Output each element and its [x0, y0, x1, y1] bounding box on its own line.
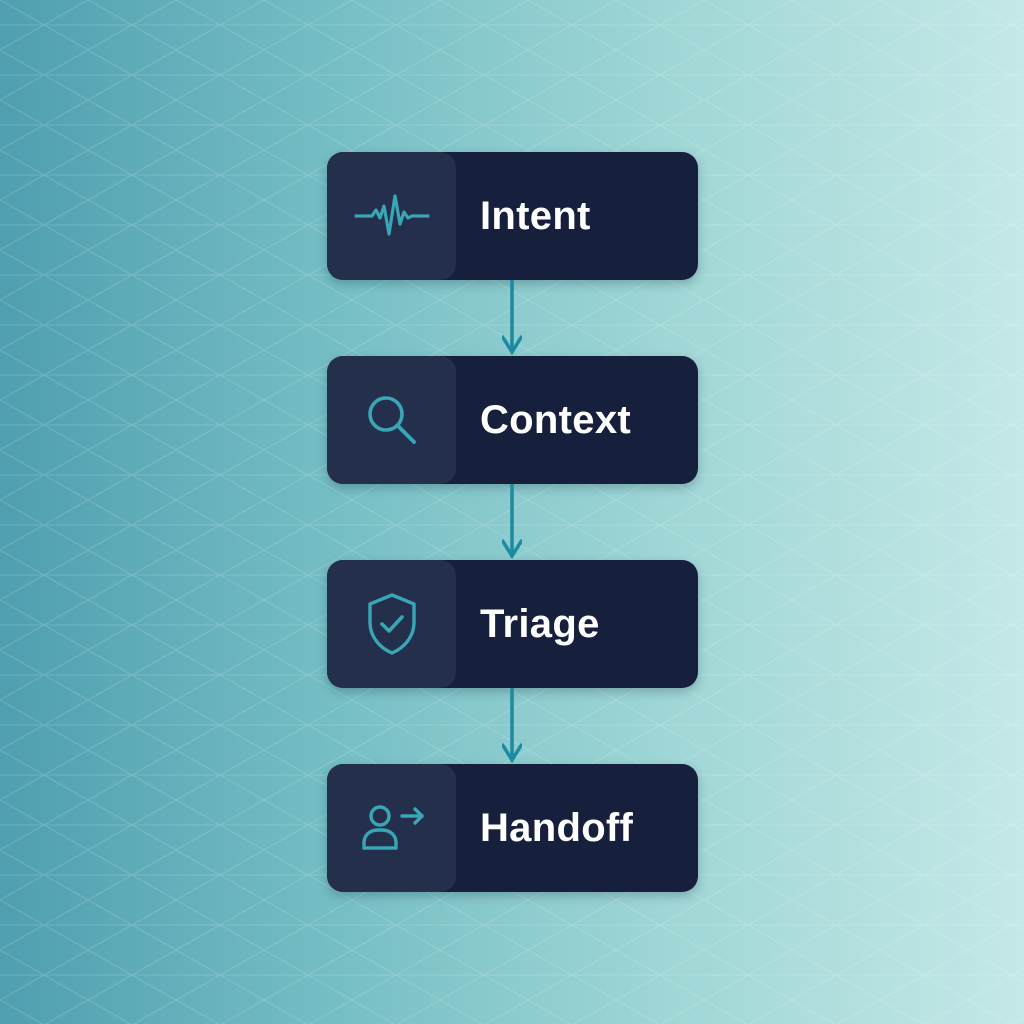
connector-arrow	[502, 280, 522, 356]
step-triage: Triage	[327, 560, 698, 688]
step-context: Context	[327, 356, 698, 484]
step-intent: Intent	[327, 152, 698, 280]
step-label: Handoff	[480, 805, 634, 850]
step-icon-cell	[327, 356, 456, 484]
connector-arrow	[502, 688, 522, 764]
step-icon-cell	[327, 152, 456, 280]
user-arrow-icon	[361, 805, 424, 850]
step-label: Context	[480, 397, 631, 442]
step-handoff: Handoff	[327, 764, 698, 892]
step-icon-cell	[327, 764, 456, 892]
shield-check-icon	[367, 593, 416, 655]
flow-diagram: Intent Context Triage	[327, 152, 698, 892]
connector-arrow	[502, 484, 522, 560]
pulse-icon	[353, 194, 430, 236]
step-label: Triage	[480, 601, 600, 646]
step-icon-cell	[327, 560, 456, 688]
step-label: Intent	[480, 193, 591, 238]
search-icon	[367, 396, 416, 444]
